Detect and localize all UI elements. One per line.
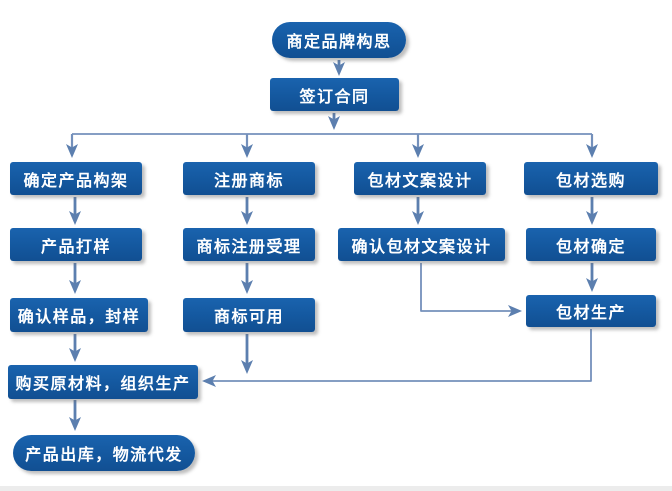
- flow-node-brand-concept: 商定品牌构思: [272, 22, 406, 58]
- flow-node-packaging-production: 包材生产: [526, 295, 656, 327]
- flow-node-packaging-confirmation: 包材确定: [526, 228, 656, 261]
- flow-node-sign-contract: 签订合同: [270, 78, 399, 111]
- flow-node-packaging-copy-design: 包材文案设计: [354, 162, 486, 195]
- flow-node-define-product-structure: 确定产品构架: [10, 162, 142, 195]
- flow-node-product-sampling: 产品打样: [10, 228, 142, 261]
- flow-node-purchase-materials-production: 购买原材料，组织生产: [8, 365, 198, 399]
- flow-node-packaging-selection: 包材选购: [524, 162, 658, 195]
- flow-node-product-outbound-logistics: 产品出库，物流代发: [13, 435, 195, 471]
- flow-edge-packaging-production-to-purchase-materials-production: [202, 329, 592, 387]
- flow-node-register-trademark: 注册商标: [183, 162, 315, 195]
- flow-node-confirm-sample-seal: 确认样品，封样: [10, 298, 148, 332]
- flow-node-confirm-packaging-copy-design: 确认包材文案设计: [338, 228, 505, 261]
- page-bottom-strip: [0, 486, 672, 491]
- flow-edge-confirm-packaging-copy-design-to-packaging-production: [420, 263, 522, 317]
- flow-node-trademark-registration-acceptance: 商标注册受理: [183, 228, 315, 261]
- flow-node-trademark-available: 商标可用: [183, 298, 315, 332]
